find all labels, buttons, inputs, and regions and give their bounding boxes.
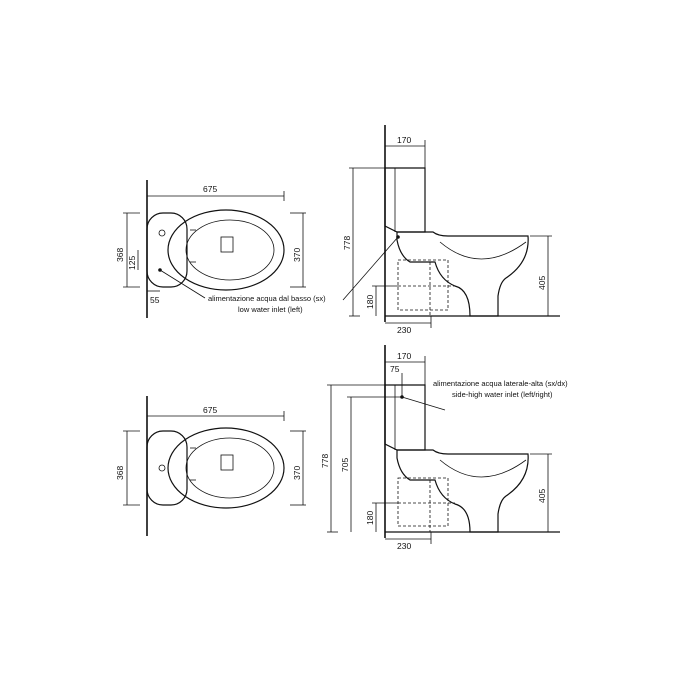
dim-bottom-side-outlet: 230 xyxy=(397,541,411,551)
dim-top-side-bowl: 405 xyxy=(537,276,547,290)
dim-top-plan-depth: 368 xyxy=(115,248,125,262)
bottom-plan-view: 675 368 370 xyxy=(115,396,306,536)
dim-bottom-plan-depth: 368 xyxy=(115,466,125,480)
bottom-side-view: 170 75 778 705 405 180 230 xyxy=(320,345,560,551)
dim-top-side-tank: 170 xyxy=(397,135,411,145)
bottom-note-italian: alimentazione acqua laterale-alta (sx/dx… xyxy=(433,379,568,388)
dim-top-plan-right-depth: 370 xyxy=(292,248,302,262)
dim-bottom-side-outlet-height: 180 xyxy=(365,511,375,525)
dim-bottom-side-tank: 170 xyxy=(397,351,411,361)
dim-bottom-plan-width: 675 xyxy=(203,405,217,415)
top-note-italian: alimentazione acqua dal basso (sx) xyxy=(208,294,326,303)
top-note-english: low water inlet (left) xyxy=(238,305,303,314)
dim-top-plan-inlet-y: 125 xyxy=(127,256,137,270)
bottom-note-english: side-high water inlet (left/right) xyxy=(452,390,553,399)
dim-bottom-plan-right-depth: 370 xyxy=(292,466,302,480)
dim-top-plan-width: 675 xyxy=(203,184,217,194)
top-plan-view: 675 368 125 370 55 xyxy=(115,180,306,318)
dim-top-plan-inlet-x: 55 xyxy=(150,295,160,305)
dim-top-side-inlet: 180 xyxy=(365,295,375,309)
top-note: alimentazione acqua dal basso (sx) low w… xyxy=(208,294,326,314)
dim-bottom-side-inlet-height: 705 xyxy=(340,458,350,472)
dim-bottom-side-inlet-offset: 75 xyxy=(390,364,400,374)
bottom-note: alimentazione acqua laterale-alta (sx/dx… xyxy=(433,379,568,399)
dim-top-side-outlet: 230 xyxy=(397,325,411,335)
dim-bottom-side-total: 778 xyxy=(320,454,330,468)
dim-top-side-total: 778 xyxy=(342,236,352,250)
top-side-view: 170 778 405 180 230 xyxy=(342,125,560,335)
dim-bottom-side-bowl: 405 xyxy=(537,489,547,503)
